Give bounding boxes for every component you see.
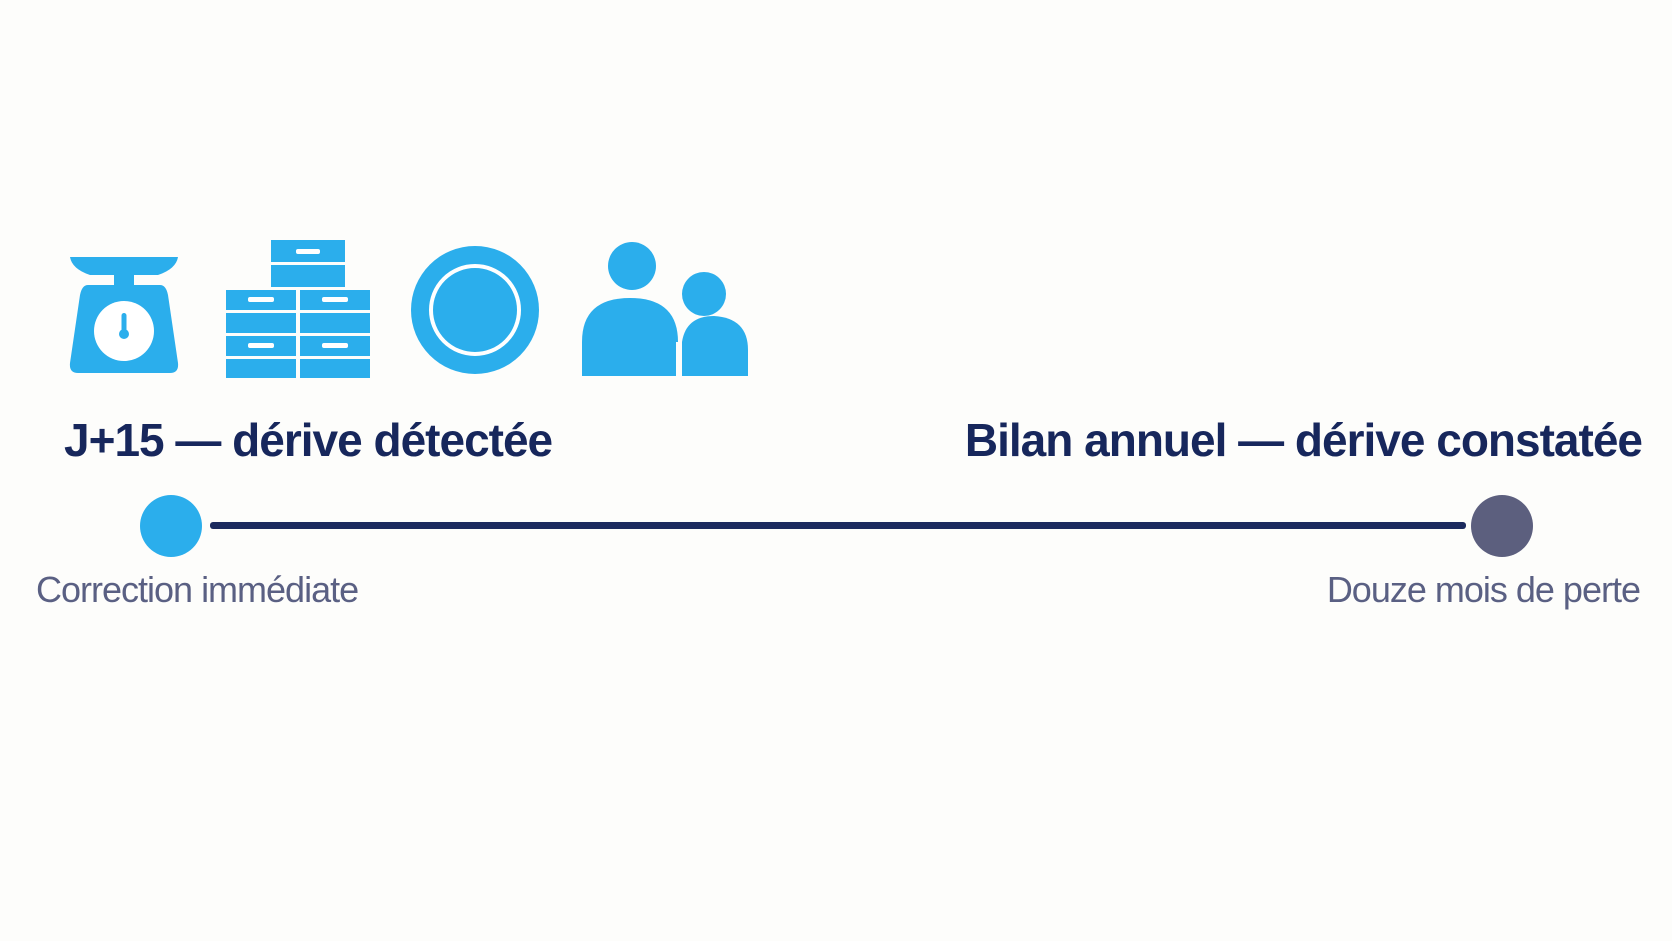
start-milestone-heading: J+15 — dérive détectée (64, 414, 553, 466)
people-icon (582, 242, 748, 376)
kitchen-scale-icon (68, 255, 180, 375)
end-milestone-caption: Douze mois de perte (1326, 569, 1641, 610)
plate-icon (410, 245, 540, 375)
end-milestone-heading: Bilan annuel — dérive constatée (964, 414, 1643, 466)
stacked-boxes-icon (226, 240, 370, 378)
end-milestone-dot (1471, 495, 1533, 557)
start-milestone-caption: Correction immédiate (36, 569, 359, 610)
timeline-line (210, 522, 1466, 529)
start-milestone-dot (140, 495, 202, 557)
